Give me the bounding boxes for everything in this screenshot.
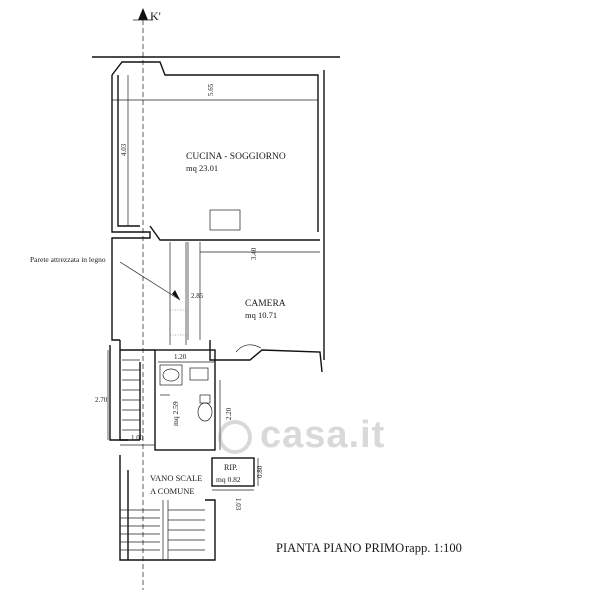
- watermark: casa.it: [218, 414, 418, 464]
- dimension-lines: [107, 75, 320, 491]
- dim-stair-depth: 2.70: [95, 396, 108, 404]
- dim-bedroom-width: 3.40: [250, 247, 258, 260]
- dim-bath-width: 1.20: [174, 353, 187, 361]
- wood-partition: [119, 242, 201, 345]
- watermark-text: casa.it: [260, 414, 386, 456]
- bedroom-area: mq 10.71: [245, 310, 277, 320]
- stairs: [119, 350, 216, 561]
- outer-walls: [92, 56, 340, 441]
- watermark-logo-icon: [218, 420, 252, 454]
- storage-area: mq 0.82: [216, 475, 241, 484]
- dim-storage-depth: 0.80: [256, 465, 264, 478]
- dim-storage-width: 1.03: [234, 498, 242, 511]
- dim-kitchen-depth: 4.03: [120, 143, 128, 156]
- dim-stair-width: 1.00: [131, 434, 144, 442]
- kitchen-niche: [209, 209, 241, 231]
- kitchen-label: CUCINA - SOGGIORNO: [186, 152, 286, 162]
- bathroom: [154, 349, 216, 451]
- dim-top-width: 5.65: [207, 83, 215, 96]
- stair-label-line2: A COMUNE: [150, 486, 195, 496]
- kitchen-area: mq 23.01: [186, 163, 218, 173]
- dim-bedroom-depth: 2.85: [191, 292, 204, 300]
- storage-label: RIP.: [224, 463, 238, 472]
- section-line: [133, 8, 153, 590]
- plan-title: PIANTA PIANO PRIMO: [276, 541, 404, 555]
- stair-label-line1: VANO SCALE: [150, 473, 203, 483]
- dim-bath-depth: 2.20: [225, 407, 233, 420]
- bedroom-label: CAMERA: [245, 299, 286, 309]
- storage-room: [211, 457, 255, 487]
- bedroom-door-swing: [235, 344, 262, 353]
- section-marker-label: K': [150, 9, 161, 23]
- plan-scale: rapp. 1:100: [405, 541, 462, 555]
- partition-note: Parete attrezzata in legno: [30, 255, 106, 264]
- bath-area: mq 2.59: [171, 401, 180, 426]
